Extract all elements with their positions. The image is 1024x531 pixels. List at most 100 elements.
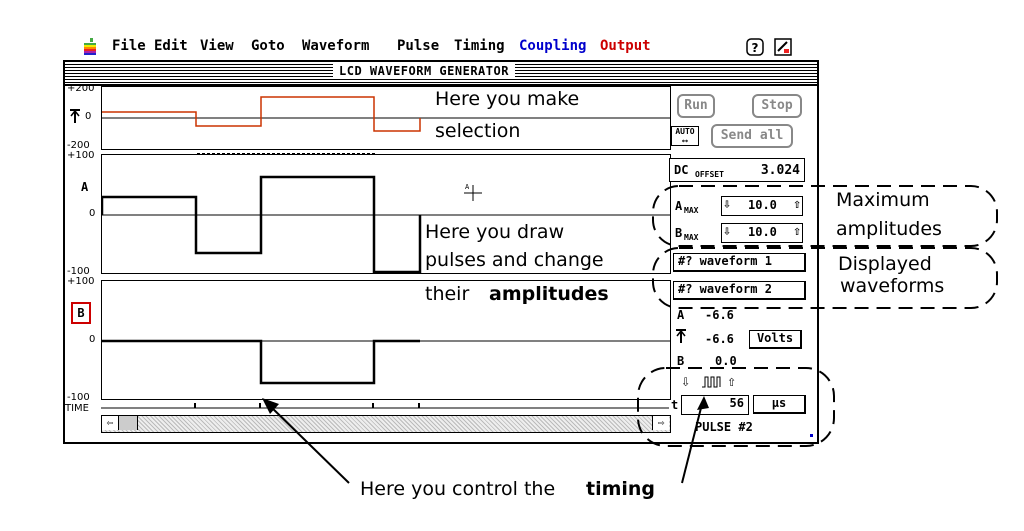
horizontal-scrollbar[interactable]: [101, 415, 671, 433]
b-max-value: 10.0: [748, 225, 777, 239]
displayed-waveforms-outline: [652, 247, 998, 309]
sel-tick-bottom: -200: [67, 140, 90, 151]
svg-text:A: A: [465, 183, 470, 191]
annotation-selection-2: selection: [435, 120, 521, 142]
readout-a-value: -6.6: [705, 308, 734, 322]
channel-b-waveform: [102, 339, 420, 385]
scroll-thumb[interactable]: [119, 416, 138, 430]
a-max-sub: MAX: [684, 206, 699, 215]
annotation-draw-1: Here you draw: [425, 221, 565, 243]
title-bar[interactable]: LCD WAVEFORM GENERATOR: [65, 62, 817, 86]
baseline-marker-icon: [70, 109, 80, 123]
auto-send-toggle[interactable]: AUTO⟷: [671, 126, 699, 146]
dc-label: DC: [674, 163, 689, 177]
b-tick-bottom: -100: [67, 392, 90, 403]
stop-button[interactable]: Stop: [752, 94, 802, 118]
readout-mid-value: -6.6: [705, 332, 734, 346]
b-max-down-icon[interactable]: ⇩: [723, 224, 731, 239]
timing-arrow-left: [267, 403, 350, 484]
a-max-label: A: [675, 199, 683, 213]
svg-text:?: ?: [752, 41, 759, 55]
pulse-number-label: PULSE #2: [695, 420, 753, 434]
annotation-draw-3b: amplitudes: [489, 283, 609, 305]
readout-b-label: B: [677, 354, 685, 368]
channel-a-label: A: [81, 180, 89, 194]
pulse-prev-icon[interactable]: ⇩: [681, 372, 691, 390]
readout-a-label: A: [677, 308, 685, 322]
waveform1-select[interactable]: #? waveform 1: [673, 253, 806, 272]
annotation-draw-3a: their: [425, 283, 470, 305]
b-tick-zero: 0: [89, 334, 96, 345]
menu-waveform[interactable]: Waveform: [302, 38, 370, 54]
annotation-displayed-2: waveforms: [840, 275, 945, 297]
annotation-draw-2: pulses and change: [425, 249, 604, 271]
pulse-next-icon[interactable]: ⇧: [727, 372, 737, 390]
selection-waveform: [102, 96, 421, 132]
menu-pulse[interactable]: Pulse: [397, 38, 440, 54]
annotation-timing-bold: timing: [586, 478, 656, 500]
scroll-left-arrow-icon[interactable]: ⇦: [102, 416, 119, 430]
b-max-label: B: [675, 226, 683, 240]
dc-offset-field[interactable]: DC OFFSET 3.024: [669, 158, 805, 182]
channel-b-panel[interactable]: their amplitudes: [101, 280, 671, 400]
menu-file[interactable]: File: [112, 38, 146, 54]
menu-timing[interactable]: Timing: [454, 38, 505, 54]
readout-b-value: 0.0: [715, 354, 737, 368]
a-max-up-icon[interactable]: ⇧: [793, 197, 801, 212]
selection-panel[interactable]: Here you make selection: [101, 86, 671, 150]
channel-b-label[interactable]: B: [71, 302, 91, 324]
scroll-right-arrow-icon[interactable]: ⇨: [652, 416, 669, 430]
menu-edit[interactable]: Edit: [154, 38, 188, 54]
b-max-up-icon[interactable]: ⇧: [793, 224, 801, 239]
resize-corner[interactable]: [810, 434, 813, 437]
time-axis[interactable]: [101, 400, 669, 414]
menu-goto[interactable]: Goto: [251, 38, 285, 54]
crosshair-cursor-icon: A: [464, 183, 482, 201]
a-tick-bottom: -100: [67, 266, 90, 277]
a-max-down-icon[interactable]: ⇩: [723, 197, 731, 212]
waveform2-select[interactable]: #? waveform 2: [673, 281, 806, 300]
time-axis-label: TIME: [65, 403, 90, 414]
main-window: LCD WAVEFORM GENERATOR Here you make sel…: [63, 60, 819, 444]
window-title: LCD WAVEFORM GENERATOR: [333, 64, 515, 78]
menu-coupling[interactable]: Coupling: [519, 38, 587, 54]
apple-logo-icon[interactable]: [82, 38, 98, 56]
t-label: t: [671, 398, 679, 412]
volts-button[interactable]: Volts: [749, 330, 802, 349]
timing-controls-outline: [637, 367, 835, 447]
annotation-displayed-1: Displayed: [838, 253, 932, 275]
app-status-icon[interactable]: [774, 38, 792, 56]
annotation-selection-1: Here you make: [435, 88, 580, 110]
auto-label: AUTO: [675, 127, 695, 136]
b-max-stepper[interactable]: ⇩ 10.0 ⇧: [721, 223, 803, 243]
send-all-button[interactable]: Send all: [711, 124, 793, 148]
sel-tick-zero: 0: [85, 111, 92, 122]
offset-marker-icon: [676, 329, 686, 343]
channel-a-panel[interactable]: A Here you draw pulses and change: [101, 154, 671, 274]
timing-arrowhead-right: [697, 396, 709, 410]
a-tick-top: +100: [67, 150, 95, 161]
a-max-value: 10.0: [748, 198, 777, 212]
dc-offset-sub: OFFSET: [695, 170, 724, 179]
timing-arrow-right: [681, 403, 703, 484]
a-max-stepper[interactable]: ⇩ 10.0 ⇧: [721, 196, 803, 216]
menu-output[interactable]: Output: [600, 38, 651, 54]
b-max-sub: MAX: [684, 233, 699, 242]
time-field[interactable]: 56: [681, 395, 749, 415]
max-amplitudes-outline: [652, 185, 998, 247]
dc-offset-value: 3.024: [760, 163, 800, 178]
selection-range-marker[interactable]: [197, 149, 375, 154]
menu-view[interactable]: View: [200, 38, 234, 54]
pulse-train-icon: [702, 376, 721, 388]
b-tick-top: +100: [67, 276, 95, 287]
unit-button[interactable]: µs: [753, 395, 806, 414]
run-button[interactable]: Run: [677, 94, 715, 118]
timing-arrowhead-left: [262, 398, 279, 414]
a-tick-zero: 0: [89, 208, 96, 219]
annotation-timing-prefix: Here you control the: [360, 478, 556, 500]
annotation-max-2: amplitudes: [836, 218, 942, 240]
sel-tick-top: +200: [67, 83, 95, 94]
channel-a-waveform: [102, 175, 422, 273]
help-icon[interactable]: ?: [746, 38, 764, 56]
